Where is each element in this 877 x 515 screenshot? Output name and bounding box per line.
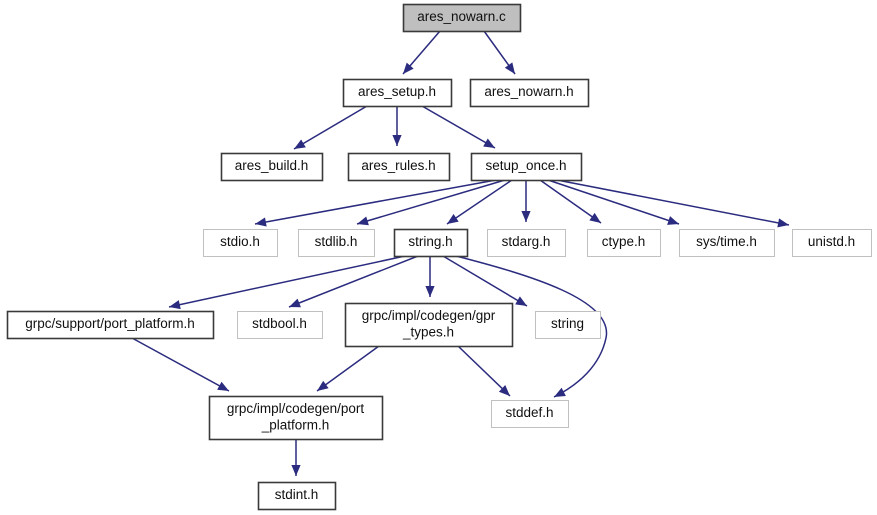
node-gpr_types_h[interactable]: grpc/impl/codegen/gpr_types.hgrpc/impl/c… [344, 302, 514, 348]
node-box[interactable] [6, 310, 215, 340]
edge-grpc_codegen_port-to-stdint_h [291, 439, 301, 476]
node-box[interactable] [220, 152, 324, 182]
node-box[interactable] [402, 3, 522, 33]
node-box[interactable] [469, 78, 590, 108]
node-box[interactable] [587, 229, 661, 257]
node-box[interactable] [344, 302, 514, 348]
edge-string_h-to-stddef_h [455, 255, 608, 398]
edge-ares_setup_h-to-ares_rules_h [392, 106, 402, 146]
edge-ares_setup_h-to-setup_once_h [421, 105, 496, 149]
node-box[interactable] [203, 229, 278, 257]
edge-layer [131, 30, 790, 476]
node-box[interactable] [470, 152, 583, 182]
edge-string_h-to-gpr_types_h [425, 256, 435, 297]
edge-setup_once_h-to-string_h [446, 179, 513, 225]
node-grpc_codegen_port[interactable]: grpc/impl/codegen/port_platform.hgrpc/im… [208, 395, 384, 441]
node-box[interactable] [257, 481, 337, 511]
edge-string_h-to-stdbool_h [288, 255, 419, 308]
node-string_cpp[interactable]: stringstring [535, 311, 601, 339]
edge-setup_once_h-to-stdarg_h [521, 180, 531, 222]
edge-setup_once_h-to-stdio_h [254, 179, 497, 227]
edge-gpr_types_h-to-stddef_h [457, 345, 511, 397]
edge-string_h-to-grpc_support_port [168, 255, 406, 310]
node-grpc_support_port[interactable]: grpc/support/port_platform.hgrpc/support… [6, 310, 215, 340]
edge-setup_once_h-to-ctype_h [539, 179, 602, 224]
edge-gpr_types_h-to-grpc_codegen_port [316, 345, 380, 392]
node-box[interactable] [393, 228, 469, 258]
node-box[interactable] [487, 229, 566, 257]
edge-string_h-to-string_cpp [442, 255, 528, 307]
node-box[interactable] [347, 152, 451, 182]
node-box[interactable] [491, 400, 569, 428]
edge-grpc_support_port-to-grpc_codegen_port [131, 337, 230, 392]
node-box[interactable] [342, 78, 453, 108]
edge-ares_nowarn_c-to-ares_nowarn_h [483, 30, 516, 75]
node-box[interactable] [679, 229, 775, 257]
node-box[interactable] [792, 229, 872, 257]
node-box[interactable] [237, 311, 323, 339]
edge-setup_once_h-to-unistd_h [556, 179, 790, 228]
node-box[interactable] [535, 311, 601, 339]
edge-ares_nowarn_c-to-ares_setup_h [402, 30, 441, 75]
node-box[interactable] [298, 229, 375, 257]
node-box[interactable] [208, 395, 384, 441]
edge-setup_once_h-to-stdlib_h [356, 179, 506, 226]
edge-setup_once_h-to-sys_time_h [547, 179, 680, 225]
edge-ares_setup_h-to-ares_build_h [293, 105, 368, 150]
